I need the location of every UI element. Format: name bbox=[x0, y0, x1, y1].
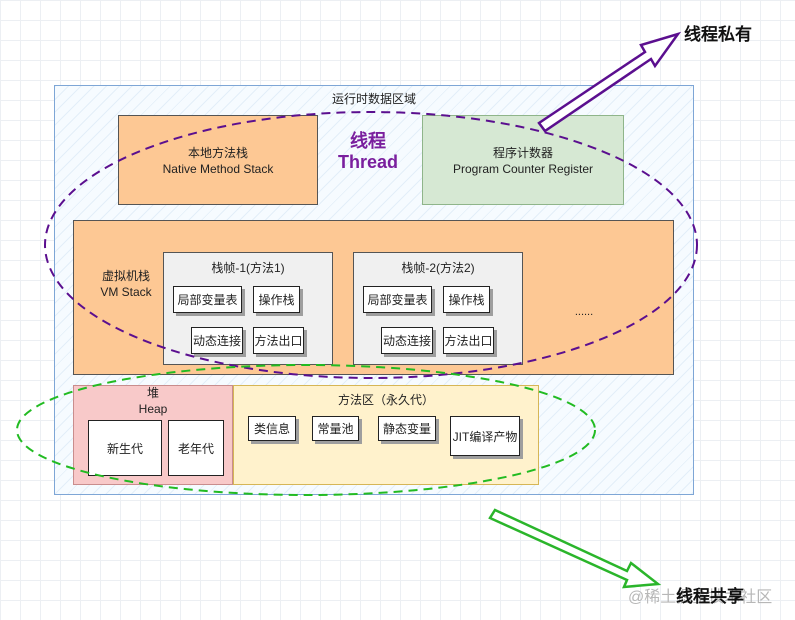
method-area-constant-pool: 常量池 bbox=[312, 416, 359, 441]
thread-label-en: Thread bbox=[337, 152, 398, 172]
method-area-static-variables: 静态变量 bbox=[378, 416, 436, 441]
stack-frame-2-title: 栈帧-2(方法2) bbox=[401, 261, 475, 275]
heap-label-en: Heap bbox=[138, 402, 168, 416]
thread-private-label: 线程私有 bbox=[684, 25, 752, 44]
program-counter-register-label-en: Program Counter Register bbox=[452, 162, 594, 176]
native-method-stack-label: 本地方法栈 bbox=[187, 146, 248, 160]
vm-stack-label-en: VM Stack bbox=[100, 285, 152, 299]
stack-frame-1-title: 栈帧-1(方法1) bbox=[211, 261, 285, 275]
frame2-operand-stack: 操作栈 bbox=[443, 286, 490, 313]
thread-shared-ellipse bbox=[16, 364, 596, 496]
heap-label: 堆 bbox=[146, 386, 159, 400]
frame1-dynamic-linking: 动态连接 bbox=[191, 327, 243, 354]
method-area-jit-output: JIT编译产物 bbox=[450, 416, 520, 456]
runtime-data-area-title: 运行时数据区域 bbox=[331, 92, 416, 106]
native-method-stack-box: 本地方法栈 Native Method Stack bbox=[118, 115, 318, 205]
vm-stack-ellipsis: ...... bbox=[574, 306, 594, 318]
heap-young-generation: 新生代 bbox=[88, 420, 162, 476]
frame1-local-variables: 局部变量表 bbox=[173, 286, 242, 313]
frame2-dynamic-linking: 动态连接 bbox=[381, 327, 433, 354]
native-method-stack-label-en: Native Method Stack bbox=[162, 162, 274, 176]
thread-private-arrow bbox=[537, 31, 682, 133]
thread-label-cn: 线程 bbox=[350, 131, 386, 151]
frame1-method-exit: 方法出口 bbox=[253, 327, 304, 354]
frame2-method-exit: 方法出口 bbox=[443, 327, 494, 354]
thread-shared-arrow bbox=[488, 508, 662, 589]
program-counter-register-label: 程序计数器 bbox=[492, 146, 553, 160]
method-area-class-info: 类信息 bbox=[248, 416, 296, 441]
frame1-operand-stack: 操作栈 bbox=[253, 286, 300, 313]
method-area-title: 方法区（永久代） bbox=[337, 393, 434, 407]
thread-shared-label: 线程共享 bbox=[676, 587, 744, 606]
watermark: @稀土掘金技术社区 bbox=[628, 589, 773, 606]
frame2-local-variables: 局部变量表 bbox=[363, 286, 432, 313]
stack-frame-2: 栈帧-2(方法2) bbox=[353, 252, 523, 365]
thread-private-ellipse bbox=[44, 111, 698, 379]
heap-old-generation: 老年代 bbox=[168, 420, 224, 476]
program-counter-register-box: 程序计数器 Program Counter Register bbox=[422, 115, 624, 205]
vm-stack-label: 虚拟机栈 bbox=[101, 269, 150, 283]
